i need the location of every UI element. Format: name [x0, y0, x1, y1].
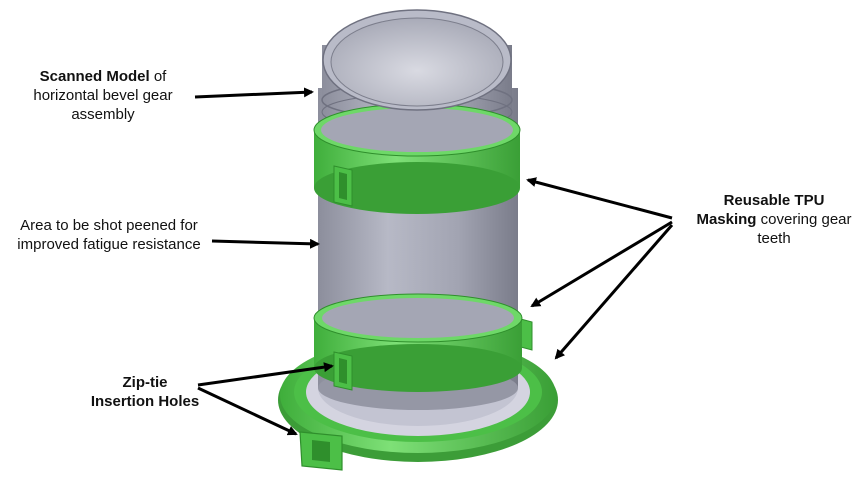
tpu-masking-label-rest: covering gear teeth [756, 211, 852, 247]
arrow-tpu-lower [554, 224, 674, 360]
shot-peen-area-text: Area to be shot peened for improved fati… [17, 217, 201, 253]
base-zip-tie-tab [299, 431, 343, 471]
tpu-masking-label-bold: Reusable TPU Masking [696, 192, 825, 228]
zip-tie-line2: Insertion Holes [90, 393, 200, 410]
tpu-masking-label: Reusable TPU Masking covering gear teeth [694, 191, 854, 248]
arrow-zip-upper [197, 362, 334, 387]
arrow-tpu-upper [526, 177, 673, 220]
arrow-area [211, 238, 320, 249]
arrow-scanned [194, 87, 314, 99]
arrow-tpu-middle [530, 220, 673, 308]
top-opening [322, 9, 512, 111]
arrows [194, 87, 674, 436]
upper-mask-ring [313, 103, 521, 214]
zip-tie-line1: Zip-tie [122, 374, 168, 391]
scanned-model-label-bold: Scanned Model [39, 68, 150, 85]
scanned-model-label: Scanned Model of horizontal bevel gear a… [8, 67, 198, 124]
arrow-zip-lower [197, 386, 298, 436]
scanned-model-label-rest: of horizontal bevel gear assembly [33, 68, 173, 123]
lower-mask-ring [313, 293, 523, 392]
zip-tie-holes-label: Zip-tie Insertion Holes [60, 373, 230, 411]
shot-peen-area-label: Area to be shot peened for improved fati… [4, 216, 214, 254]
